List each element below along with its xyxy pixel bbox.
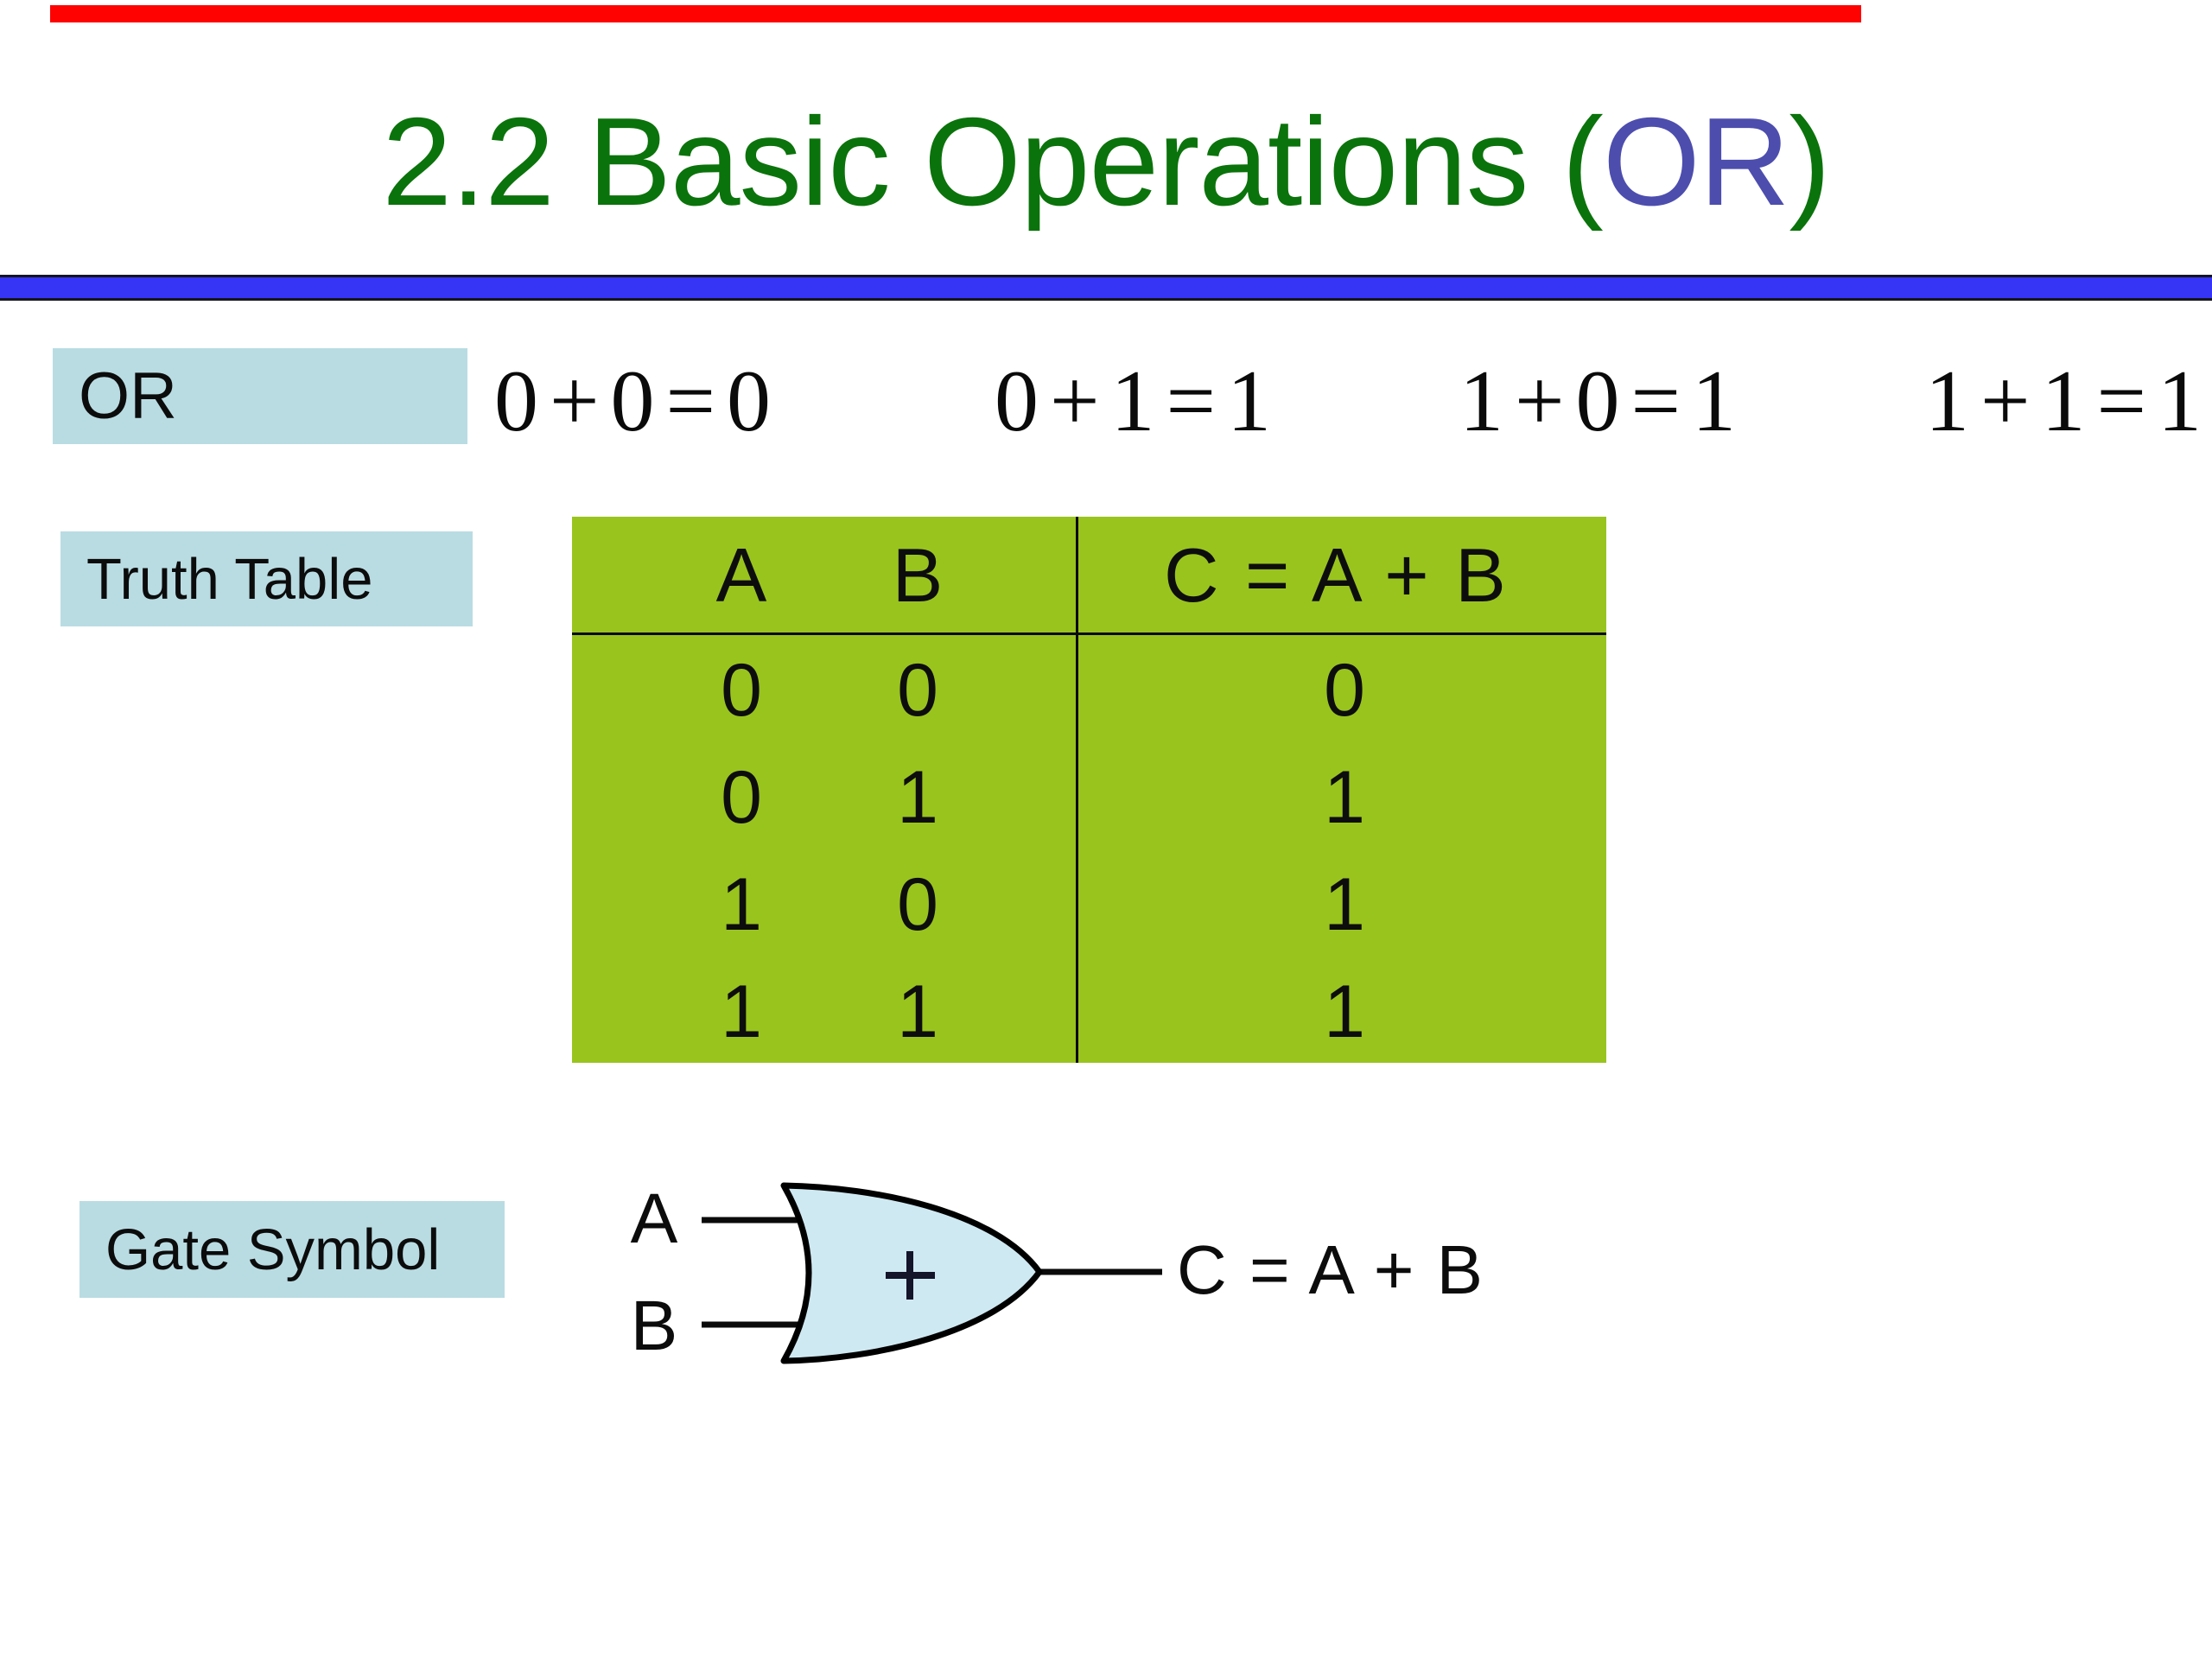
or-equation-1: 0+0=0 bbox=[494, 353, 783, 450]
or-equation-4: 1+1=1 bbox=[1925, 353, 2212, 450]
truth-table-label: Truth Table bbox=[86, 546, 373, 612]
truth-table-cell: 0 bbox=[721, 756, 762, 839]
or-gate-diagram: A B C = A + B bbox=[631, 1179, 1484, 1365]
truth-table-cell: 1 bbox=[721, 970, 762, 1053]
truth-table-cell: 1 bbox=[1324, 970, 1365, 1053]
truth-table-header-divider bbox=[572, 632, 1606, 635]
truth-table-cell: 0 bbox=[1324, 649, 1365, 732]
gate-input-a-label: A bbox=[631, 1179, 678, 1258]
truth-table-column-divider bbox=[1076, 517, 1078, 1063]
or-label-box: OR bbox=[53, 348, 467, 444]
or-equation-2: 0+1=1 bbox=[995, 353, 1283, 450]
truth-table-cell: 0 bbox=[897, 863, 938, 946]
truth-table-cell: 1 bbox=[897, 970, 938, 1053]
truth-table-cell: 1 bbox=[897, 756, 938, 839]
truth-table-header-a: A bbox=[715, 532, 767, 618]
gate-symbol-label: Gate Symbol bbox=[105, 1217, 441, 1282]
or-label: OR bbox=[79, 359, 177, 433]
gate-input-b-label: B bbox=[631, 1287, 678, 1365]
truth-table-label-box: Truth Table bbox=[60, 531, 473, 626]
or-equation-3: 1+0=1 bbox=[1459, 353, 1748, 450]
truth-table-cell: 1 bbox=[1324, 863, 1365, 946]
top-red-accent-bar bbox=[50, 5, 1861, 22]
title-prefix: 2.2 Basic Operations ( bbox=[382, 92, 1604, 232]
title-suffix: ) bbox=[1789, 92, 1830, 232]
truth-table-cell: 0 bbox=[897, 649, 938, 732]
truth-table-cell: 0 bbox=[721, 649, 762, 732]
gate-symbol-label-box: Gate Symbol bbox=[79, 1201, 505, 1298]
truth-table-header-b: B bbox=[892, 532, 944, 618]
gate-output-label: C = A + B bbox=[1177, 1231, 1484, 1308]
truth-table-header-c: C = A + B bbox=[1164, 532, 1509, 618]
truth-table: A B C = A + B 0 0 0 0 1 1 1 0 1 1 1 1 bbox=[572, 517, 1606, 1063]
page-title: 2.2 Basic Operations (OR) bbox=[0, 90, 2212, 234]
plus-icon bbox=[886, 1251, 935, 1300]
truth-table-cell: 1 bbox=[721, 863, 762, 946]
truth-table-cell: 1 bbox=[1324, 756, 1365, 839]
title-highlight: OR bbox=[1602, 92, 1789, 232]
title-divider-bar bbox=[0, 275, 2212, 301]
